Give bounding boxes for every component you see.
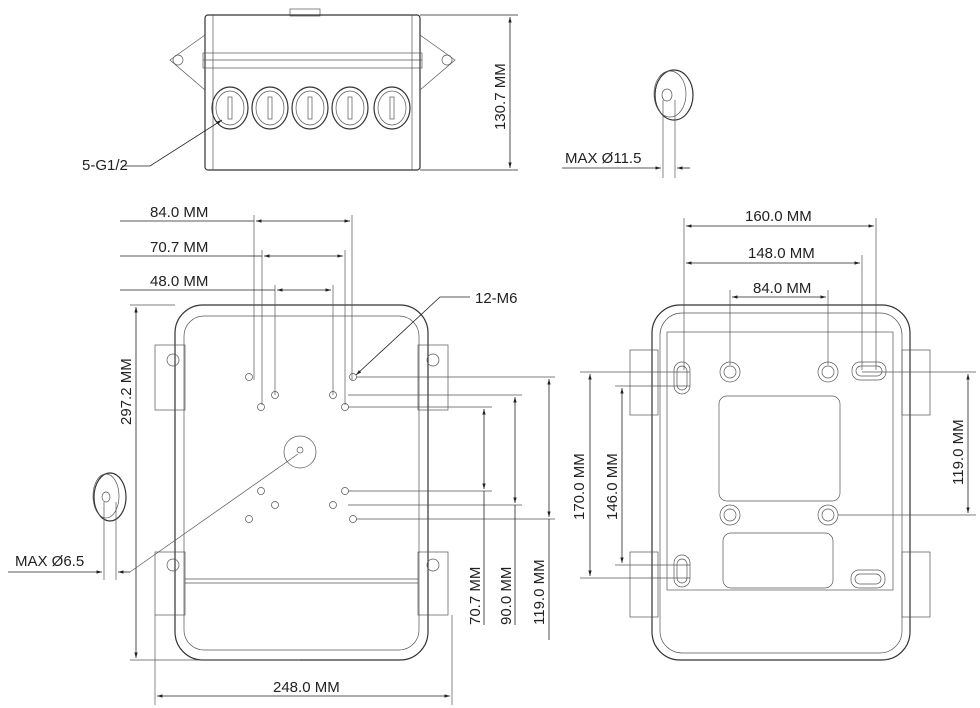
grommet-large-label: MAX Ø11.5 (565, 150, 641, 167)
height-dimension: 297.2 MM (118, 358, 135, 425)
dim-48: 48.0 MM (150, 273, 208, 290)
v-dim-119: 119.0 MM (531, 559, 548, 625)
v-dim-70-7: 70.7 MM (467, 567, 484, 625)
width-dimension: 248.0 MM (273, 679, 340, 696)
holes-label: 12-M6 (475, 290, 518, 307)
dim-84: 84.0 MM (150, 204, 208, 221)
dim-160: 160.0 MM (745, 208, 812, 225)
back-view: 160.0 MM 148.0 MM 84.0 MM 170.0 MM 146.0… (571, 208, 976, 661)
height-dimension: 130.7 MM (492, 63, 509, 130)
grommet-small-label: MAX Ø6.5 (15, 553, 84, 570)
v-dim-146: 146.0 MM (604, 453, 621, 520)
glands-label: 5-G1/2 (82, 157, 128, 174)
v-dim-170: 170.0 MM (571, 453, 588, 520)
cable-glands (211, 86, 411, 130)
dim-70-7: 70.7 MM (150, 239, 208, 256)
front-view: 84.0 MM 70.7 MM 48.0 MM 12-M6 297.2 MM 2… (118, 204, 555, 705)
dim-148: 148.0 MM (748, 245, 815, 262)
v-dim-119: 119.0 MM (950, 419, 967, 485)
dim-84: 84.0 MM (753, 280, 811, 297)
grommet-small: MAX Ø6.5 (8, 453, 299, 580)
v-dim-90: 90.0 MM (498, 567, 515, 625)
grommet-large: MAX Ø11.5 (562, 69, 694, 178)
top-view: 130.7 MM 5-G1/2 (82, 8, 518, 174)
